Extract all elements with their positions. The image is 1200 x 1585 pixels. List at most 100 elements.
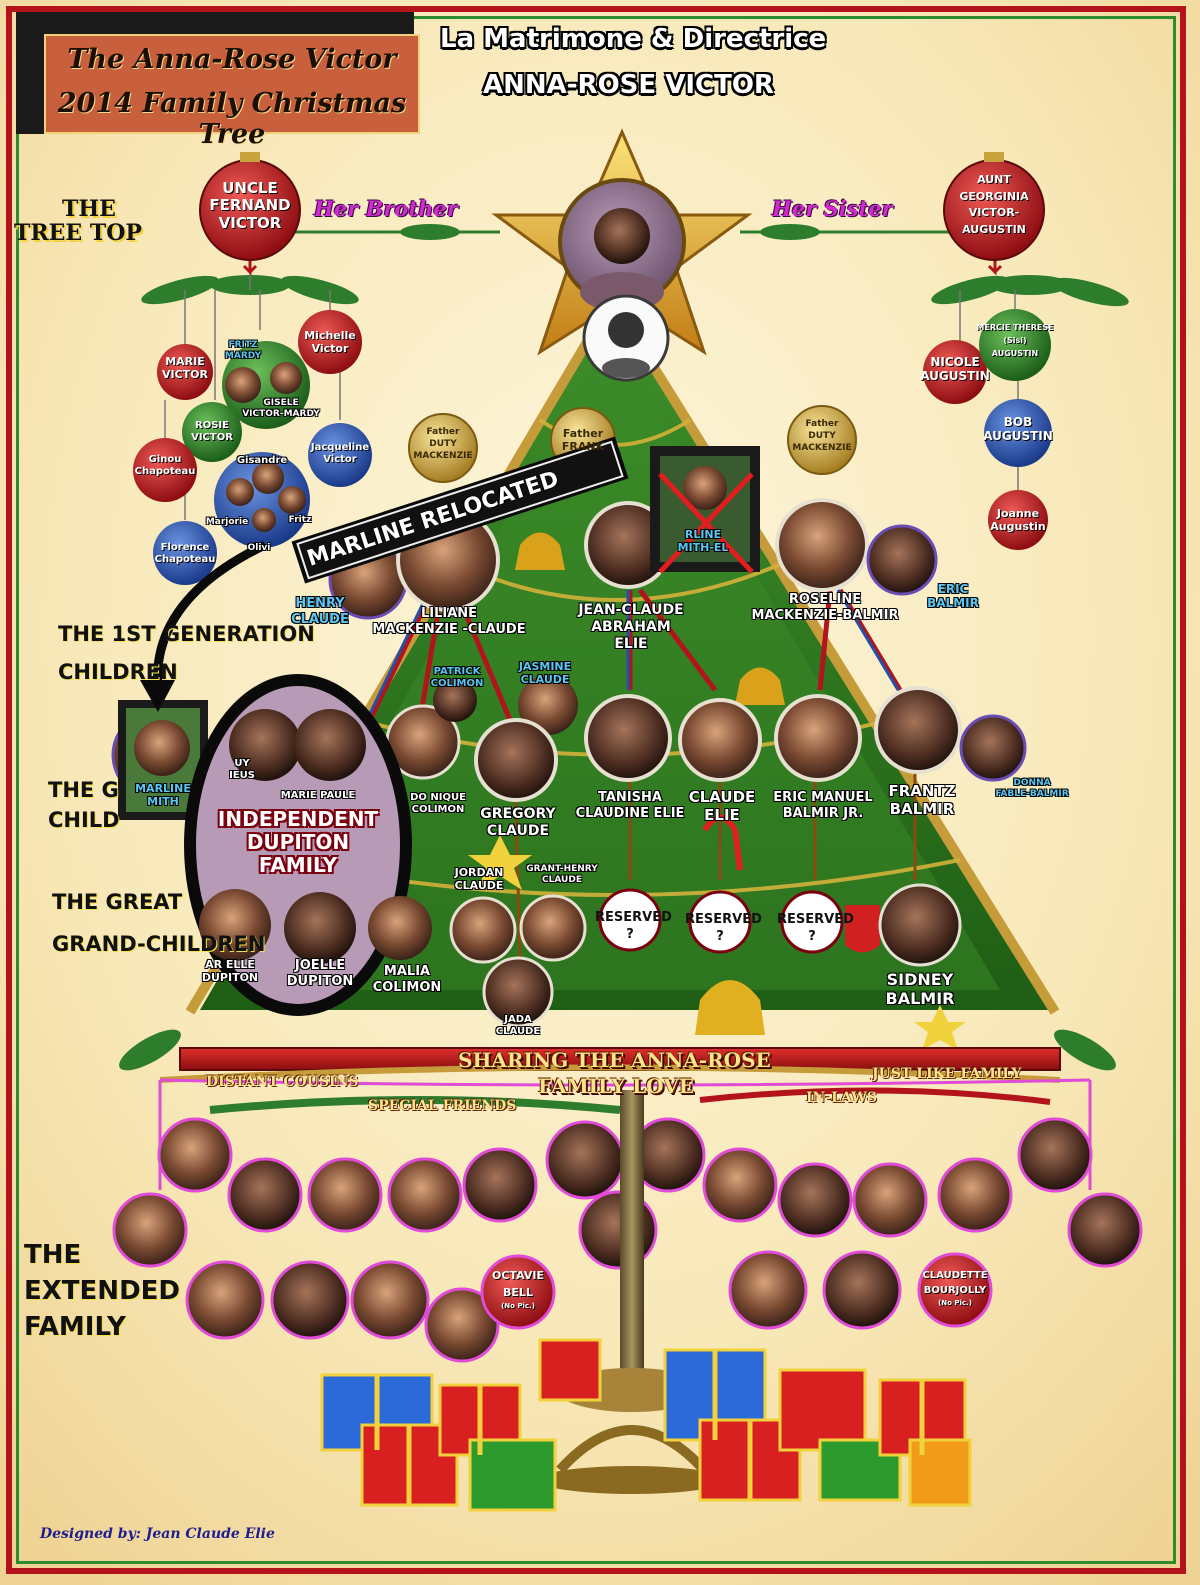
bob-line-1: BOB (1003, 415, 1033, 429)
reserved1-line-2: ? (626, 926, 634, 942)
designer-credit: Designed by: Jean Claude Elie (40, 1526, 275, 1542)
nicole-line-2: AUGUSTIN (920, 368, 990, 383)
jean-claude-line-1: JEAN-CLAUDE ABRAHAM (578, 602, 684, 635)
label-gregory-claude: GREGORY CLAUDE (472, 806, 564, 840)
roseline-line-2: MACKENZIE-BALMIR (751, 607, 899, 623)
marline-moved-line-2: MITH (147, 795, 179, 809)
jada-line-1: JADA (504, 1014, 532, 1025)
liliane-line-2: MACKENZIE -CLAUDE (372, 621, 526, 637)
arielle-line-1: AR ELLE (205, 958, 255, 971)
independent-line-3: FAMILY (258, 853, 338, 877)
father2-line-2: FRANK (561, 439, 605, 453)
label-just-like-family: JUST LIKE FAMILY (872, 1066, 1022, 1082)
jordan-line-2: CLAUDE (454, 879, 504, 893)
guy-line-2: IEUS (229, 770, 255, 781)
jasmine-line-1: JASMINE (518, 660, 572, 673)
label-jasmine-claude: JASMINE CLAUDE (512, 660, 578, 686)
label-independent-dupiton-family: INDEPENDENT DUPITON FAMILY (184, 808, 412, 877)
aunt-line-2: GEORGINIA (959, 189, 1029, 203)
aunt-line-3: VICTOR-AUGUSTIN (962, 206, 1026, 236)
malia-line-2: COLIMON (372, 979, 442, 995)
banner-sharing-line-1: SHARING THE ANNA-ROSE (458, 1048, 771, 1072)
label-jean-claude-elie: JEAN-CLAUDE ABRAHAM ELIE (538, 602, 724, 652)
uncle-line-2: FERNAND (209, 196, 291, 215)
father1-line-2: DUTY (429, 439, 457, 450)
label-distant-cousins: DISTANT COUSINS (206, 1074, 359, 1090)
uncle-line-3: VICTOR (218, 213, 282, 232)
guy-line-1: UY (234, 758, 250, 769)
claudette-line-3: (No Pic.) (938, 1299, 972, 1307)
michelle-line-2: Victor (311, 341, 349, 355)
ornament-claudette-bourjolly: CLAUDETTE BOURJOLLY (No Pic.) (900, 1268, 1010, 1309)
ornament-joanne-augustin: Joanne Augustin (963, 507, 1073, 533)
claude-line-1: CLAUDE (688, 788, 756, 806)
label-special-friends: SPECIAL FRIENDS (368, 1098, 517, 1114)
ornament-jacqueline-victor: Jacqueline Victor (285, 442, 395, 465)
independent-line-2: DUPITON (246, 830, 350, 854)
arielle-line-2: DUPITON (201, 971, 259, 985)
ornament-michelle-victor: Michelle Victor (275, 329, 385, 355)
donna-line-1: DONNA (1013, 778, 1051, 788)
father3-line-2: DUTY (808, 431, 836, 442)
title-line-2: 2014 Family Christmas Tree (57, 88, 407, 150)
ornament-reserved-1: RESERVED ? (595, 910, 672, 944)
henry-line-1: HENRY (295, 596, 345, 611)
ornament-octavie-bell: OCTAVIE BELL (No Pic.) (463, 1268, 573, 1312)
label-in-laws: IN-LAWS (806, 1090, 877, 1106)
father1-line-3: MACKENZIE (413, 451, 473, 462)
fritz-line-2: MARDY (224, 350, 262, 361)
label-guy: UY IEUS (222, 758, 262, 782)
ornament-aunt-georginia: AUNT GEORGINIA VICTOR-AUGUSTIN (939, 172, 1049, 238)
label-tanisha: TANISHA CLAUDINE ELIE (572, 790, 688, 821)
aunt-line-1: AUNT (977, 173, 1011, 186)
section-extended-2: EXTENDED (24, 1276, 180, 1306)
ornament-mercie-therese: MERCIE THERESE (Sisi) AUGUSTIN (960, 322, 1070, 360)
section-first-gen-1: THE 1ST GENERATION (58, 622, 315, 646)
father1-line-1: Father (426, 427, 460, 437)
jada-line-2: CLAUDE (495, 1026, 541, 1037)
label-roseline: ROSELINE MACKENZIE-BALMIR (750, 592, 900, 623)
henry-line-2: CLAUDE (291, 611, 349, 627)
label-donna-fable-balmir: DONNA FABLE-BALMIR (992, 778, 1072, 800)
eric-manuel-line-2: BALMIR JR. (782, 805, 864, 821)
eric-manuel-line-1: ERIC MANUEL (773, 790, 873, 805)
donna-line-2: FABLE-BALMIR (995, 788, 1069, 799)
marline-crossed-line-2: MITH-EL (677, 541, 729, 555)
patrick-line-2: COLIMON (430, 678, 484, 689)
label-gisele-victor-mardy: GISELE VICTOR-MARDY (236, 398, 326, 420)
mercie-line-2: (Sisi) (1003, 335, 1027, 345)
marline-moved-line-1: MARLINE (135, 782, 191, 795)
sidney-line-2: BALMIR (885, 989, 955, 1009)
section-first-gen-2: CHILDREN (58, 660, 178, 684)
octavie-line-3: (No Pic.) (501, 1302, 535, 1310)
marline-crossed-line-1: RLINE (684, 528, 722, 541)
joelle-line-1: JOELLE (294, 958, 346, 973)
banner-sharing-line-2: FAMILY LOVE (538, 1074, 694, 1098)
jacqueline-line-1: Jacqueline (310, 442, 370, 453)
uncle-line-1: UNCLE (222, 179, 278, 197)
section-tree-top-2: TREE TOP (14, 220, 142, 246)
reserved2-line-1: RESERVED (685, 912, 762, 927)
label-claude-elie: CLAUDE ELIE (674, 788, 770, 824)
jacqueline-line-2: Victor (323, 453, 357, 465)
label-grant-henry-claude: GRANT-HENRY CLAUDE (522, 864, 602, 886)
jasmine-line-2: CLAUDE (520, 673, 570, 687)
section-grand-2: CHILD (48, 808, 120, 832)
reserved1-line-1: RESERVED (595, 910, 672, 925)
claude-line-2: ELIE (704, 806, 740, 824)
matriarch-name: ANNA-ROSE VICTOR (483, 70, 774, 100)
section-tree-top-1: THE (62, 196, 116, 222)
nicole-line-1: NICOLE (930, 355, 980, 369)
rosie-line-1: ROSIE (195, 420, 229, 431)
ornament-uncle-fernand: UNCLE FERNAND VICTOR (195, 179, 305, 232)
tanisha-line-1: TANISHA (598, 790, 662, 805)
claudette-line-1: CLAUDETTE (922, 1270, 988, 1281)
claudette-line-2: BOURJOLLY (923, 1285, 987, 1296)
ornament-reserved-2: RESERVED ? (685, 912, 762, 946)
label-her-brother: Her Brother (314, 196, 458, 221)
frantz-line-1: FRANTZ (888, 782, 956, 800)
label-jada-claude: JADA CLAUDE (484, 1014, 552, 1038)
jean-claude-line-2: ELIE (614, 635, 648, 652)
